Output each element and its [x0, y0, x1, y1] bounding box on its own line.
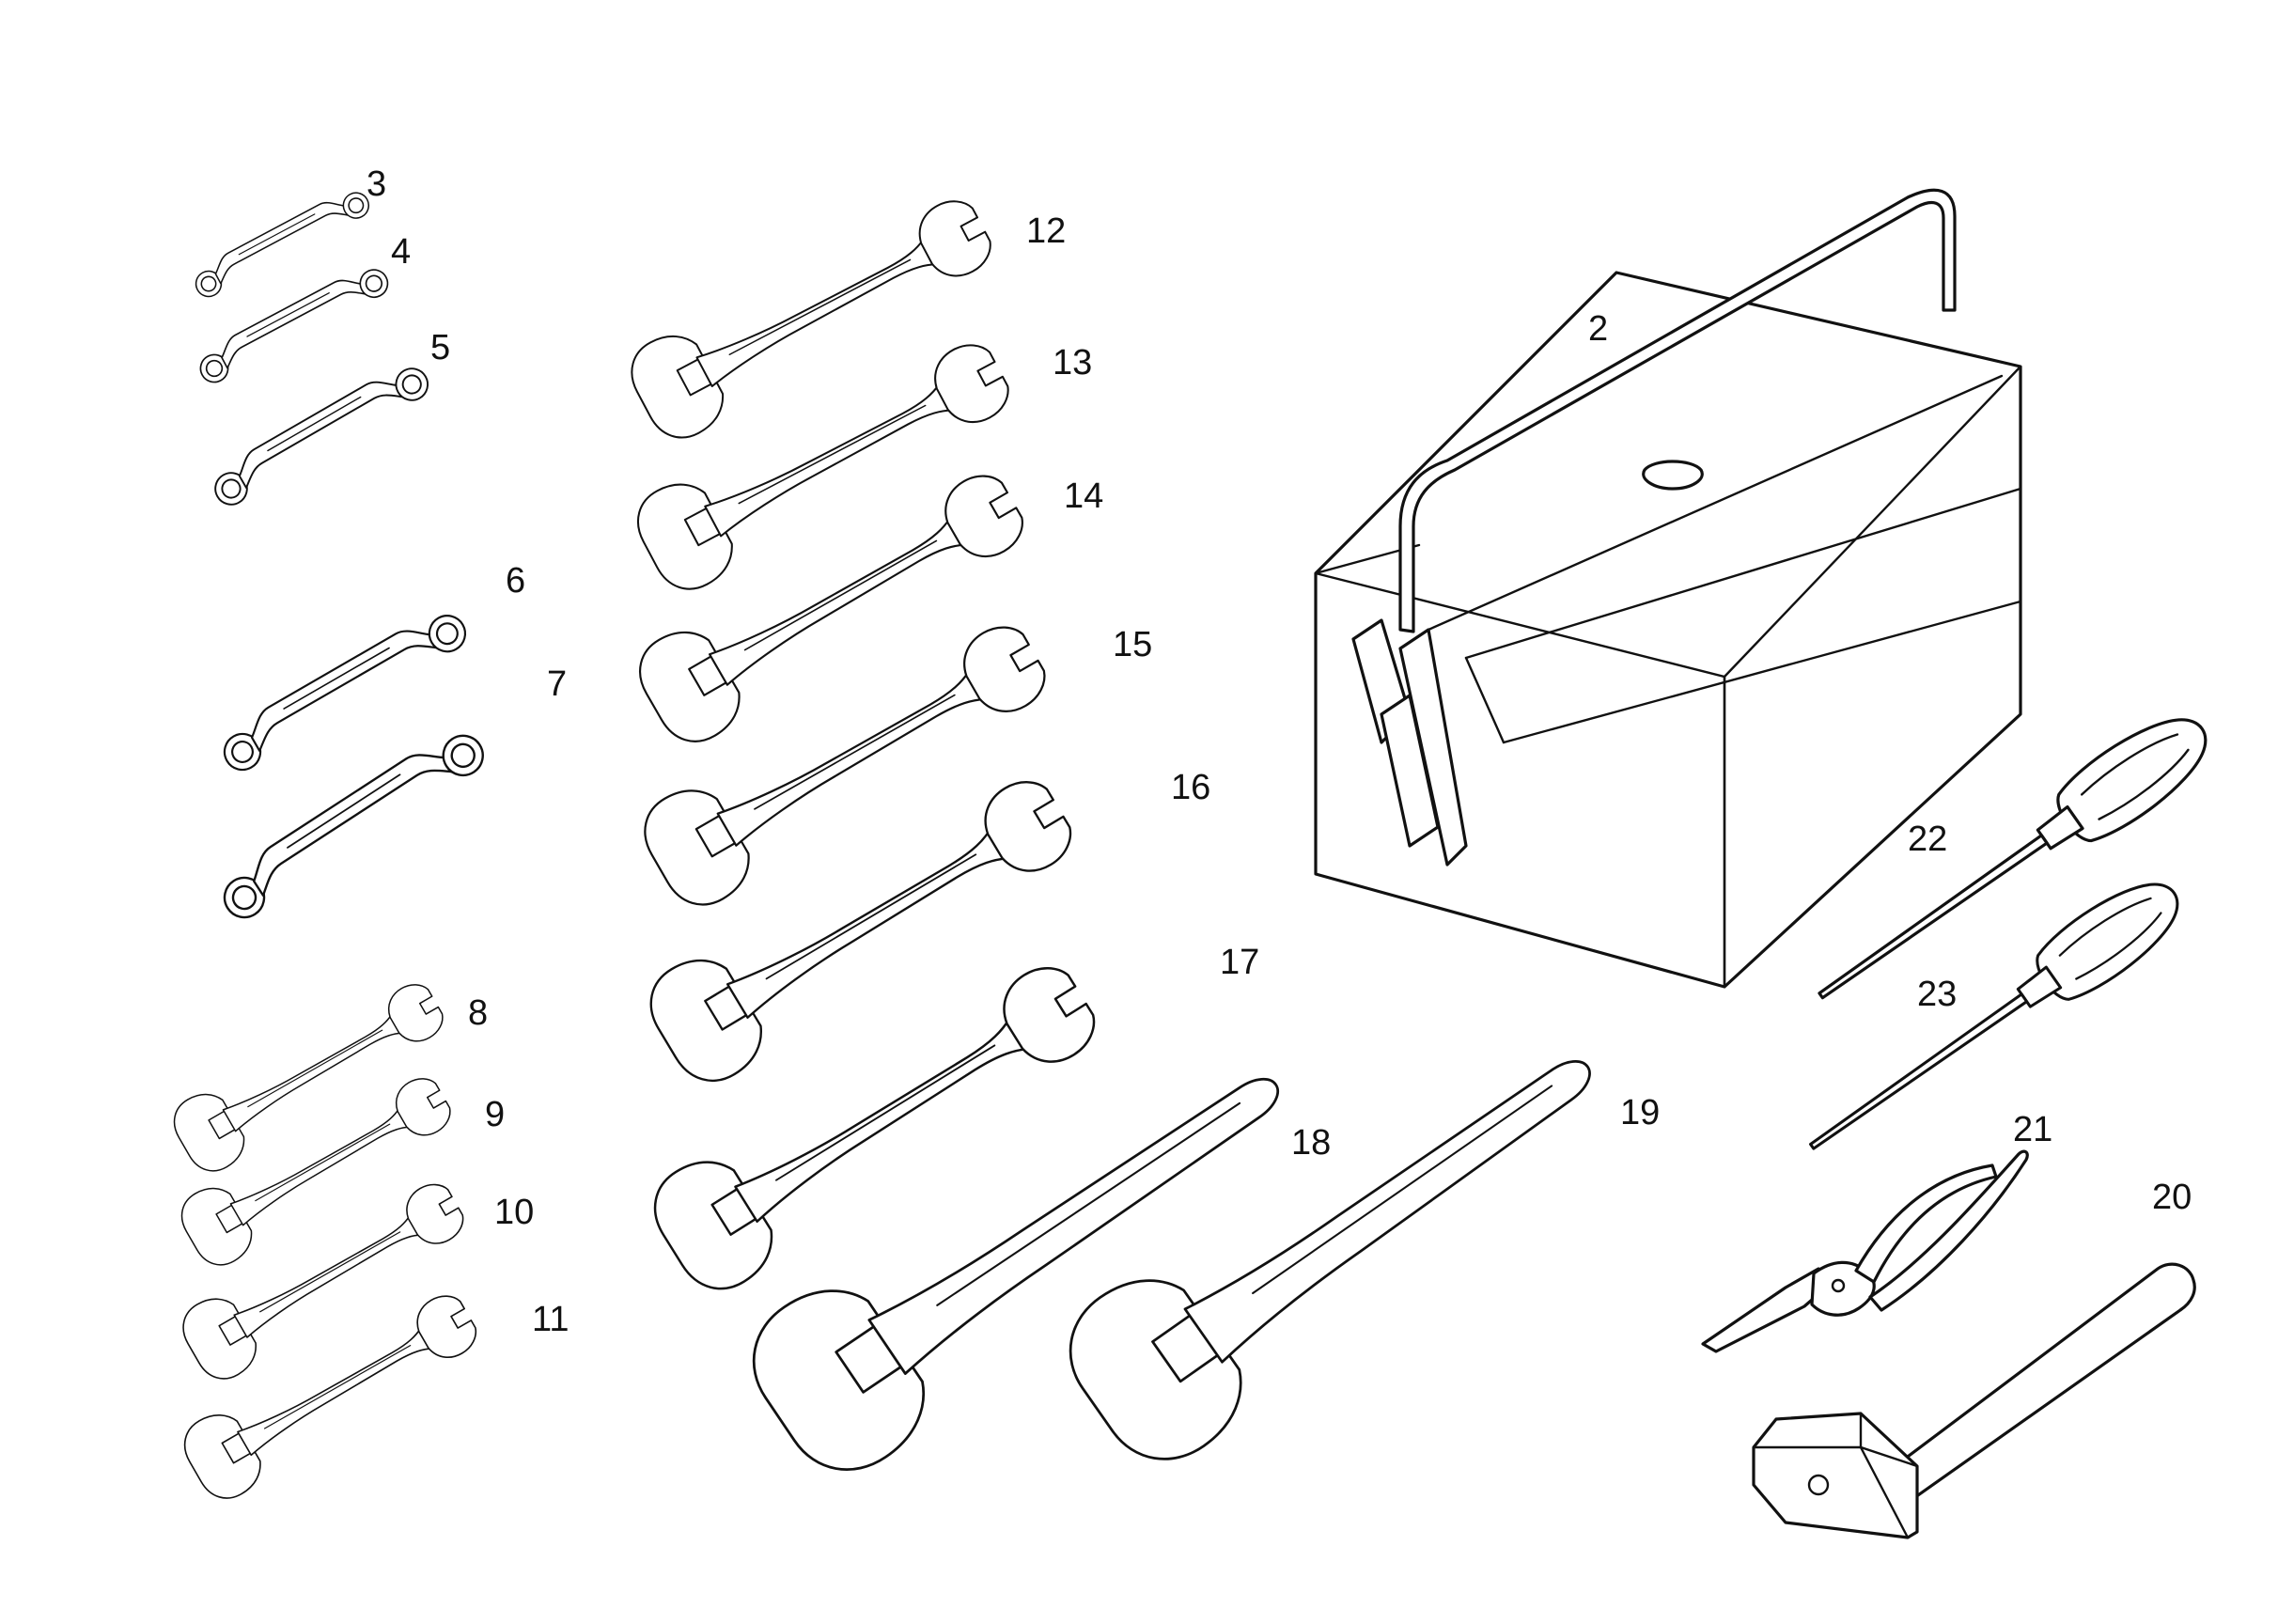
callout-3: 3: [367, 164, 386, 204]
pliers-icon: [1701, 1149, 2029, 1353]
callout-23: 23: [1917, 975, 1957, 1014]
callout-14: 14: [1064, 476, 1103, 516]
callout-11: 11: [532, 1300, 569, 1339]
callout-13: 13: [1053, 343, 1092, 383]
callout-16: 16: [1171, 768, 1210, 807]
hammer-icon: [1752, 1262, 2196, 1539]
callout-15: 15: [1113, 625, 1152, 664]
callout-6: 6: [506, 561, 525, 601]
screwdriver-icon: [1790, 863, 2195, 1177]
callout-20: 20: [2152, 1178, 2192, 1217]
callout-18: 18: [1291, 1123, 1331, 1163]
callout-4: 4: [391, 232, 411, 272]
callout-10: 10: [494, 1193, 534, 1232]
callout-21: 21: [2013, 1110, 2052, 1149]
callout-8: 8: [468, 993, 488, 1033]
single-open-end-wrench-icon: [727, 1007, 1328, 1496]
callout-9: 9: [485, 1095, 505, 1134]
callout-12: 12: [1026, 211, 1066, 251]
toolbox-icon: [1314, 188, 2022, 989]
callout-5: 5: [430, 328, 450, 367]
box-end-wrench-icon: [212, 601, 473, 778]
callout-22: 22: [1908, 820, 1947, 859]
callout-2: 2: [1588, 309, 1608, 349]
callout-7: 7: [547, 664, 567, 704]
open-end-wrench-icon: [164, 967, 456, 1181]
single-open-end-wrench-icon: [1044, 991, 1641, 1486]
callout-17: 17: [1220, 943, 1259, 982]
box-end-wrench-icon: [205, 355, 435, 511]
callout-19: 19: [1620, 1093, 1660, 1132]
